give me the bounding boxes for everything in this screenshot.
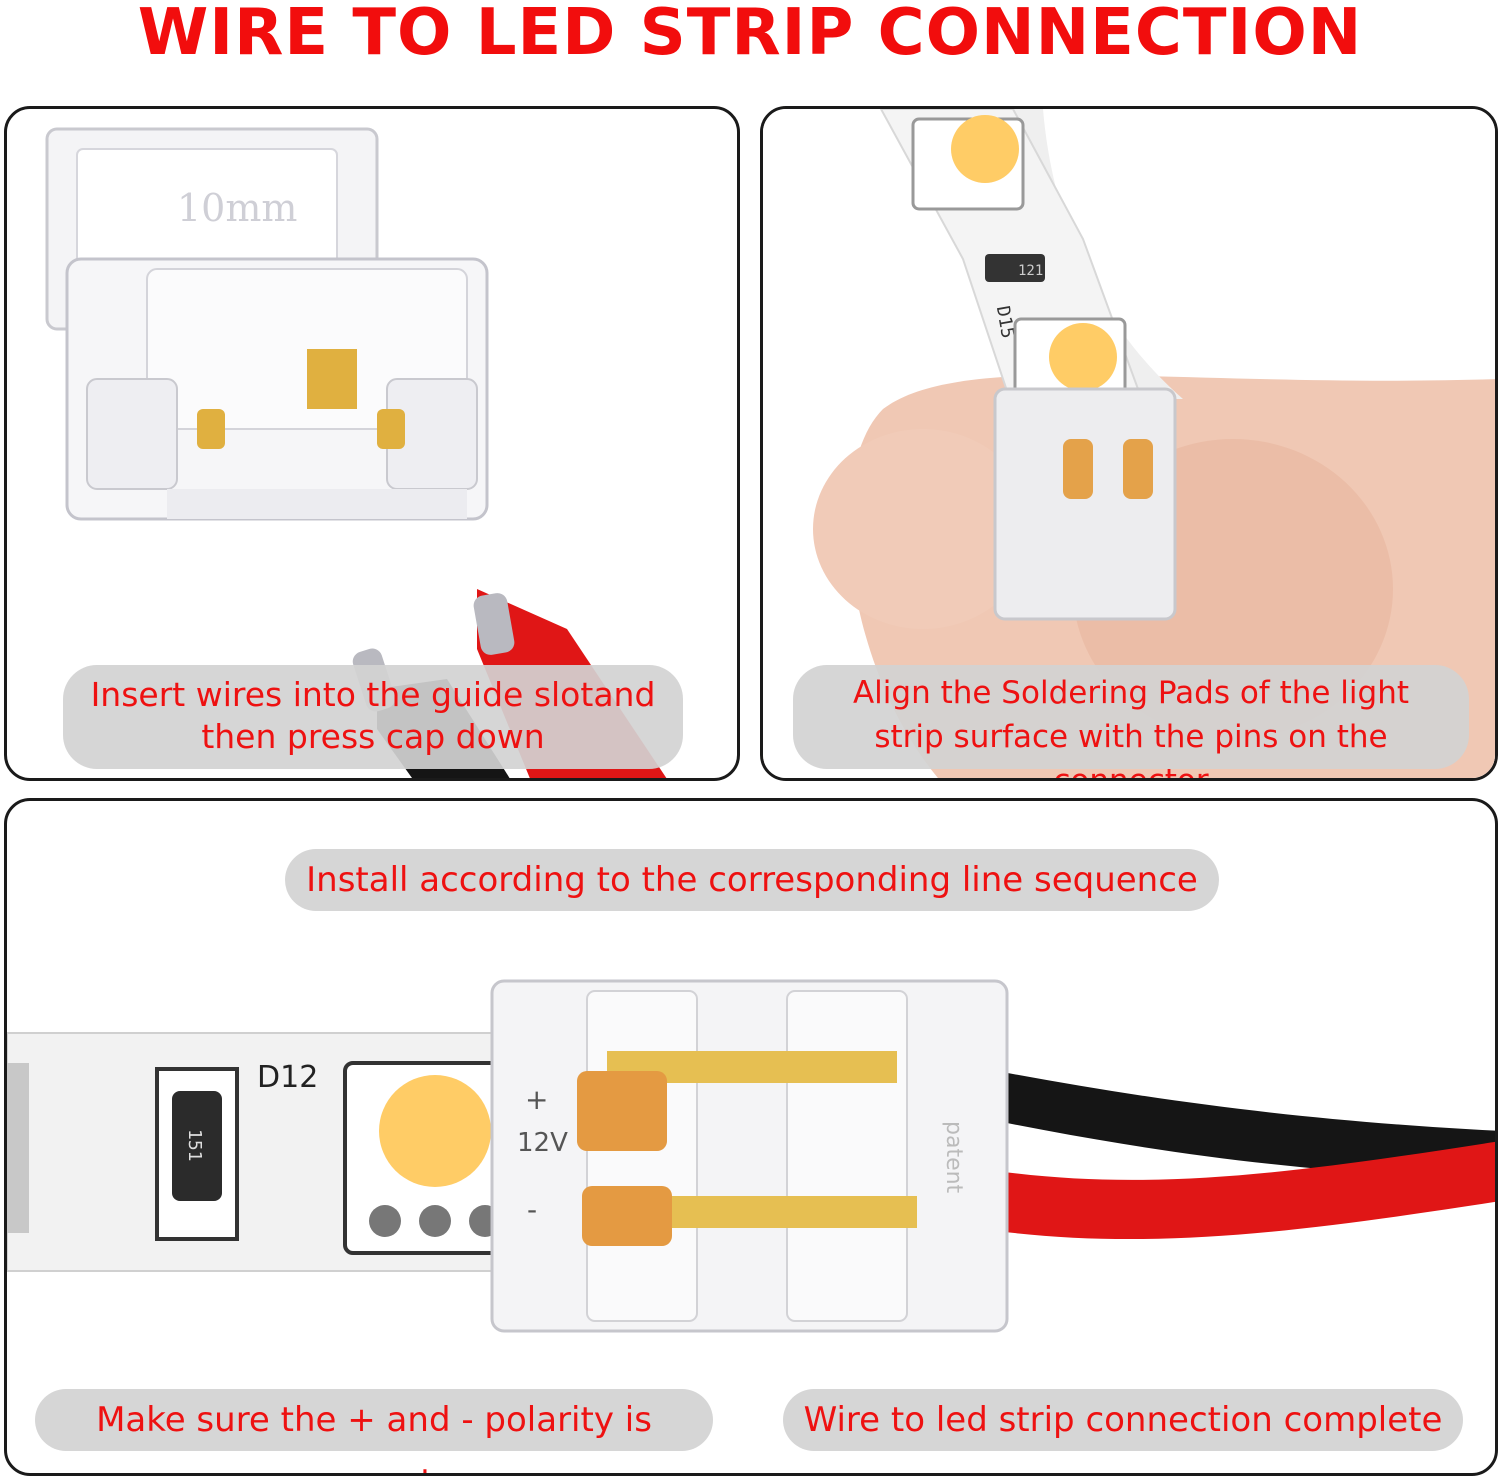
plus-label: + — [525, 1083, 548, 1116]
contact-pin — [1123, 439, 1153, 499]
connector — [993, 387, 1177, 621]
step-1-caption: Insert wires into the guide slotand then… — [63, 665, 683, 769]
contact-pin — [377, 409, 405, 449]
minus-label: - — [527, 1193, 537, 1226]
polarity-caption: Make sure the + and - polarity is correc… — [35, 1389, 713, 1473]
step-2-panel: 121 D15 Align the Soldering Pads of the … — [760, 106, 1498, 781]
contact-pin — [1063, 439, 1093, 499]
contact-pin — [582, 1186, 672, 1246]
contact-pin — [577, 1071, 667, 1151]
page-title: WIRE TO LED STRIP CONNECTION — [137, 0, 1363, 70]
connector-body — [65, 257, 489, 521]
red-wire — [997, 1141, 1495, 1240]
led-chip — [1049, 323, 1117, 391]
led-id: D12 — [257, 1060, 318, 1095]
connector — [490, 979, 1009, 1333]
resistor-code: 121 — [1018, 263, 1043, 279]
step-1-caption-line-2: then press cap down — [201, 717, 545, 756]
step-3-caption-top: Install according to the corresponding l… — [285, 849, 1219, 911]
red-wire-strands — [473, 593, 515, 655]
voltage-label: 12V — [517, 1128, 568, 1158]
step-2-caption: Align the Soldering Pads of the light st… — [793, 665, 1469, 778]
connector-width-label: 10mm — [177, 186, 297, 230]
resistor-code: 151 — [184, 1129, 205, 1162]
completed-connection-illustration: 151 D12 + 12V - patent — [7, 979, 1495, 1333]
resistor — [985, 254, 1045, 282]
led-chip — [951, 115, 1019, 183]
black-wire — [997, 1071, 1495, 1181]
step-1-caption-line-1: Insert wires into the guide slotand — [90, 675, 656, 714]
resistor — [172, 1091, 222, 1201]
contact-pin — [307, 349, 357, 409]
step-3-panel: 151 D12 + 12V - patent Install according… — [4, 798, 1498, 1476]
step-2-caption-line-2: strip surface with the pins on the conne… — [874, 719, 1388, 781]
step-2-caption-line-1: Align the Soldering Pads of the light — [852, 675, 1410, 711]
patent-label: patent — [941, 1121, 966, 1194]
complete-caption: Wire to led strip connection complete — [783, 1389, 1463, 1451]
step-1-panel: 10mm Insert wires into the guide slotand… — [4, 106, 740, 781]
contact-pin — [197, 409, 225, 449]
finger — [813, 429, 1033, 629]
led-chip — [379, 1075, 491, 1187]
